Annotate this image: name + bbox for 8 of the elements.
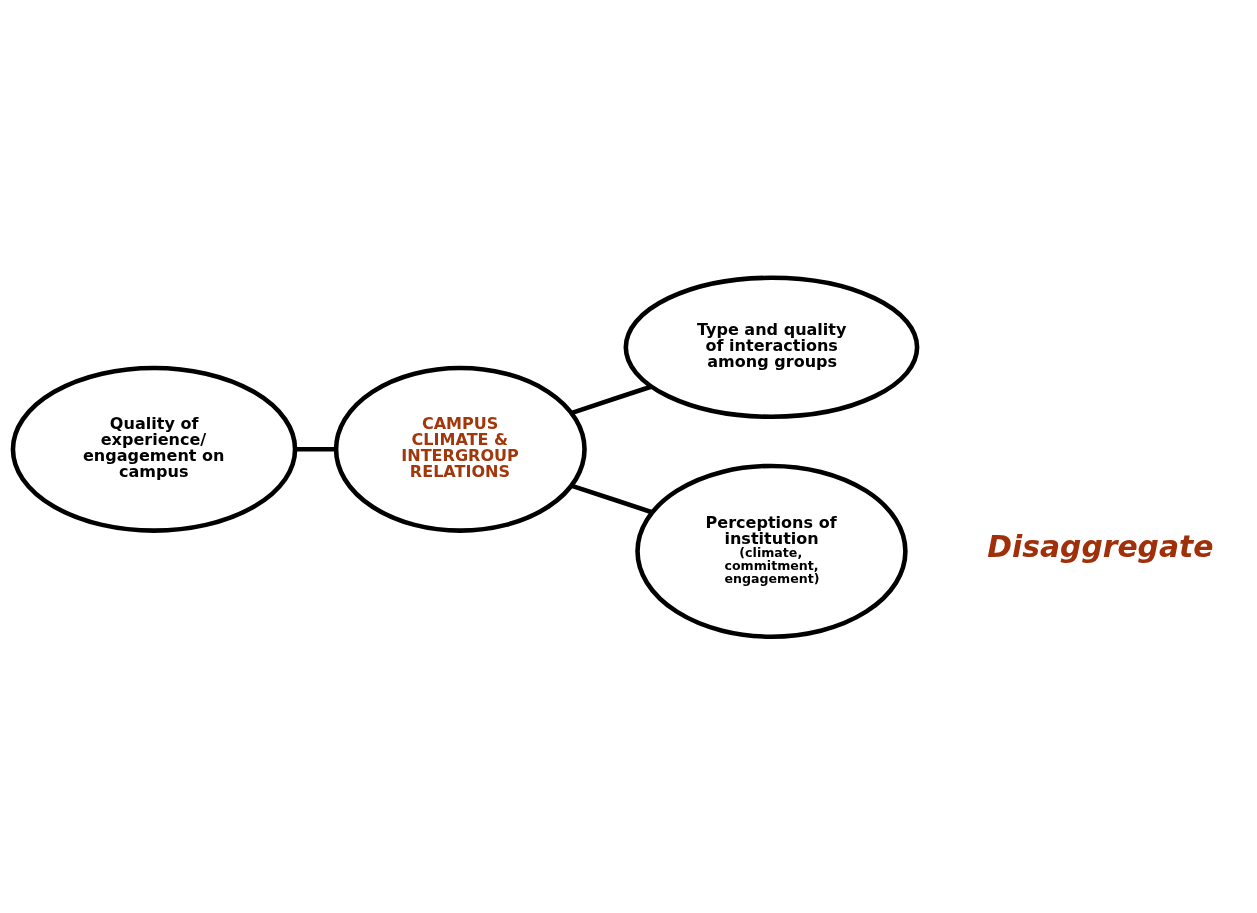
node-ellipse: Perceptions of institution (climate, commitment, engagement) xyxy=(635,463,908,639)
connector xyxy=(570,482,653,514)
connector xyxy=(570,384,652,415)
label: Disaggregate xyxy=(987,528,1214,564)
node-ellipse: Quality of experience/ engagement on campus xyxy=(10,365,298,533)
node-ellipse: CAMPUS CLIMATE & INTERGROUP RELATIONS xyxy=(333,365,587,533)
node-ellipse: Type and quality of interactions among groups xyxy=(623,275,920,419)
connector xyxy=(295,446,337,452)
